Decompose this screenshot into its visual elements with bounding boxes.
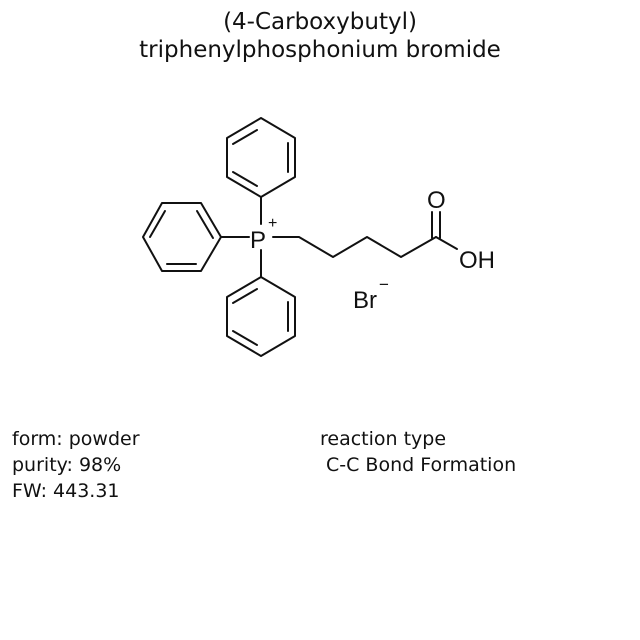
carbonyl-oxygen-atom: O: [427, 187, 446, 214]
phenyl-ring-bottom: [226, 249, 296, 357]
butyl-chain: [272, 236, 437, 258]
formula-weight-property: FW: 443.31: [12, 480, 120, 502]
form-property: form: powder: [12, 428, 140, 450]
phenyl-ring-left: [142, 202, 250, 272]
hydroxyl-group: OH: [459, 247, 495, 274]
reaction-block: reaction type C-C Bond Formation: [320, 426, 516, 478]
compound-name-line2: triphenylphosphonium bromide: [139, 37, 501, 63]
reaction-type-label: reaction type: [320, 428, 447, 450]
phenyl-ring-top: [226, 117, 296, 225]
properties-block: form: powder purity: 98% FW: 443.31: [12, 426, 140, 504]
phosphorus-atom: P: [250, 227, 266, 254]
compound-name-line1: (4-Carboxybutyl): [223, 9, 417, 35]
purity-property: purity: 98%: [12, 454, 122, 476]
phosphorus-charge: +: [268, 215, 277, 232]
compound-title: (4-Carboxybutyl) triphenylphosphonium br…: [0, 8, 640, 64]
carboxyl-group: [431, 211, 458, 250]
bromide-charge: −: [379, 275, 389, 294]
bromide-ion: Br: [353, 287, 377, 314]
reaction-type-value: C-C Bond Formation: [326, 454, 517, 476]
